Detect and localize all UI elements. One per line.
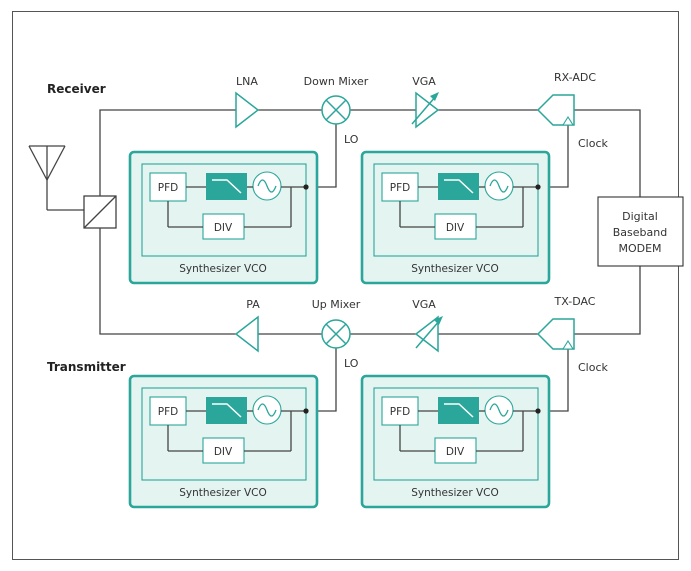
synth-div-label: DIV xyxy=(446,222,465,234)
baseband-line-1: Digital xyxy=(622,210,658,223)
down-mixer-label: Down Mixer xyxy=(304,75,369,88)
synth-pfd-label: PFD xyxy=(158,182,178,194)
rx-lo-synthesizer: PFD DIV Synthesizer VCO xyxy=(128,150,319,285)
rx-vga-amplifier xyxy=(411,91,440,129)
rx-adc-converter xyxy=(536,94,575,126)
synth-div-label: DIV xyxy=(214,446,233,458)
antenna-icon xyxy=(28,145,84,211)
tx-dac-converter xyxy=(536,318,575,350)
rx-clock-synthesizer: PFD DIV Synthesizer VCO xyxy=(360,150,551,285)
pa-amplifier xyxy=(234,315,259,353)
down-mixer xyxy=(321,95,351,125)
lna-label: LNA xyxy=(236,75,258,88)
synth-title: Synthesizer VCO xyxy=(179,487,267,499)
tx-vga-label: VGA xyxy=(412,298,436,311)
synth-title: Synthesizer VCO xyxy=(179,263,267,275)
tx-lo-label: LO xyxy=(344,357,359,370)
diagram-frame xyxy=(12,11,679,560)
rx-adc-label: RX-ADC xyxy=(554,71,596,84)
tx-lo-synthesizer: PFD DIV Synthesizer VCO xyxy=(128,374,319,509)
rx-clock-label: Clock xyxy=(578,137,609,150)
up-mixer-label: Up Mixer xyxy=(312,298,361,311)
synth-title: Synthesizer VCO xyxy=(411,263,499,275)
baseband-line-3: MODEM xyxy=(618,242,661,255)
transmitter-section-label: Transmitter xyxy=(47,360,126,374)
pa-label: PA xyxy=(246,298,260,311)
receiver-section-label: Receiver xyxy=(47,82,106,96)
synth-pfd-label: PFD xyxy=(390,182,410,194)
tx-clock-label: Clock xyxy=(578,361,609,374)
synth-pfd-label: PFD xyxy=(158,406,178,418)
signal-wiring xyxy=(99,109,641,412)
duplexer-switch xyxy=(83,195,117,229)
lna-amplifier xyxy=(235,91,260,129)
tx-clock-synthesizer: PFD DIV Synthesizer VCO xyxy=(360,374,551,509)
synth-div-label: DIV xyxy=(446,446,465,458)
tx-dac-label: TX-DAC xyxy=(554,295,596,308)
digital-baseband-modem xyxy=(597,196,684,267)
rx-vga-label: VGA xyxy=(412,75,436,88)
tx-vga-amplifier xyxy=(414,315,443,353)
synth-title: Synthesizer VCO xyxy=(411,487,499,499)
synth-pfd-label: PFD xyxy=(390,406,410,418)
baseband-line-2: Baseband xyxy=(613,226,667,239)
up-mixer xyxy=(321,319,351,349)
rx-lo-label: LO xyxy=(344,133,359,146)
synth-div-label: DIV xyxy=(214,222,233,234)
